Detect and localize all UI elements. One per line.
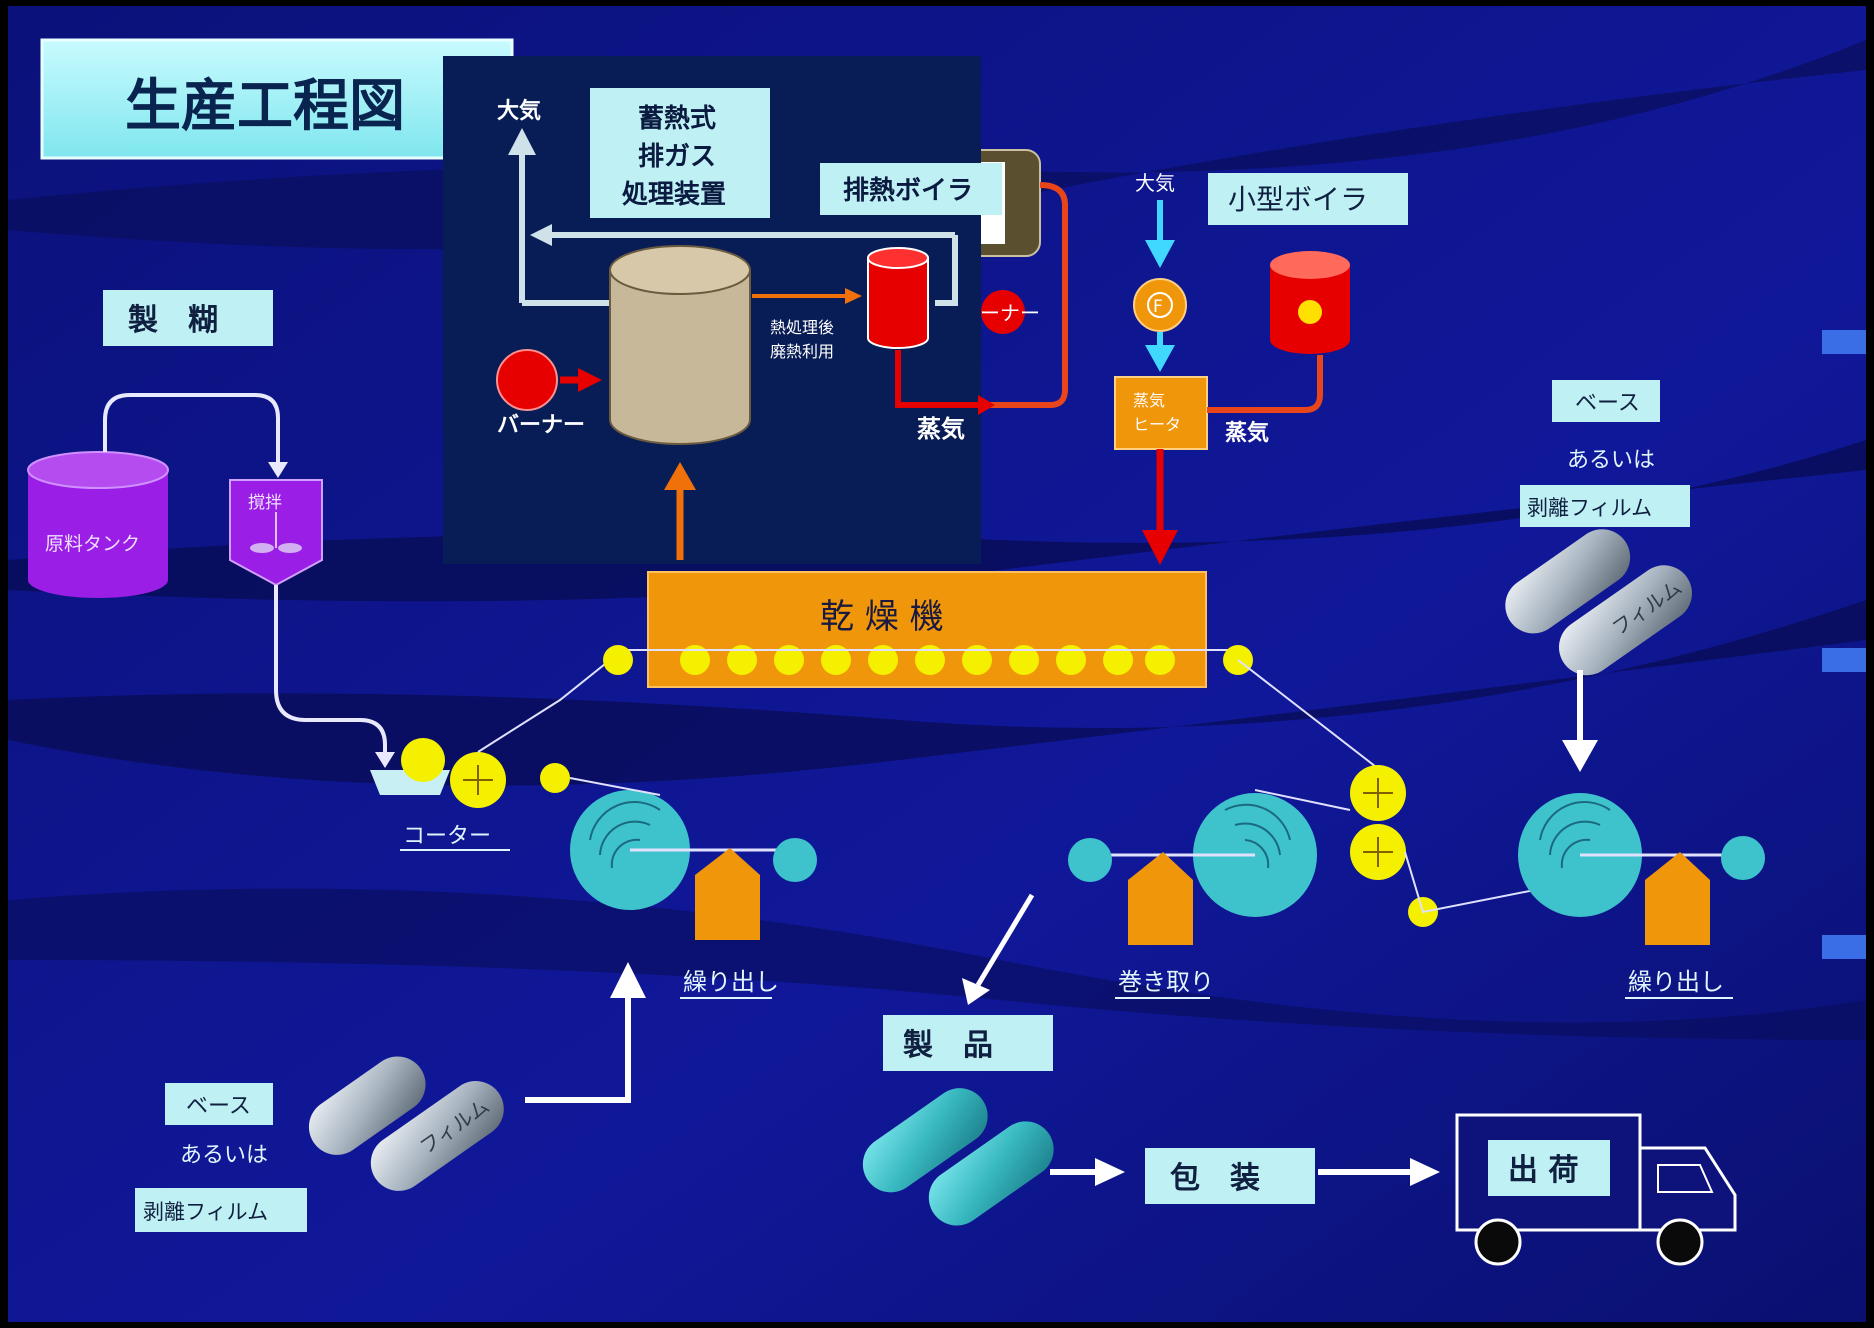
steam-right-label: 蒸気: [1225, 420, 1269, 446]
burner-hidden-label: ーナー: [980, 301, 1040, 325]
unwinder-right: 繰り出し: [1518, 793, 1765, 999]
rto-burner-label: バーナー: [497, 413, 585, 438]
mixer: 撹拌: [229, 479, 323, 587]
dryer-label: 乾 燥 機: [820, 597, 944, 637]
shipping-truck: 出 荷: [1455, 1113, 1737, 1266]
base-film-left: ベース あるいは 剥離フィルム フィルム: [135, 962, 646, 1232]
unwind-right-label: 繰り出し: [1628, 968, 1724, 996]
tank-to-mixer-pipe: [103, 393, 280, 470]
fan-label: F: [1153, 297, 1163, 317]
or-right-label: あるいは: [1567, 448, 1655, 473]
web-line: [1237, 659, 1381, 771]
web-line: [477, 659, 611, 753]
fan: [1133, 278, 1187, 332]
seiko-section: 製 糊: [103, 290, 273, 346]
product-section: 製 品: [862, 1015, 1125, 1226]
release-film-left-label: 剥離フィルム: [143, 1200, 268, 1224]
mixer-to-coater-pipe: [274, 585, 387, 760]
arrow-head: [962, 978, 990, 1005]
background-swoosh: [8, 600, 1866, 786]
seiko-label-box: [103, 290, 273, 346]
mixer-label: 撹拌: [248, 493, 282, 513]
pipe-arrow-head: [268, 462, 288, 478]
seiko-label: 製 糊: [128, 303, 218, 338]
small-boiler-label: 小型ボイラ: [1228, 183, 1368, 216]
steam-heater: [1114, 376, 1208, 450]
base-right-label: ベース: [1575, 391, 1640, 416]
rto-title-2: 排ガス: [638, 142, 716, 172]
coater-roller: [401, 738, 445, 782]
product-label: 製 品: [903, 1028, 993, 1063]
rto-title-1: 蓄熱式: [638, 104, 716, 134]
waste-heat-boiler-label: 排熱ボイラ: [843, 176, 973, 206]
steam-heater-label-2: ヒータ: [1133, 415, 1181, 434]
rto-atmosphere-label: 大気: [497, 98, 541, 124]
rewinder: 巻き取り: [1068, 793, 1317, 999]
rto-drum: [609, 269, 751, 445]
edge-accent: [1822, 935, 1866, 959]
rto-heat-label-2: 廃熱利用: [770, 342, 834, 361]
product-rolls: [862, 1088, 1054, 1226]
background-swoosh: [8, 888, 1866, 1040]
rto-inset: 大気 蓄熱式 排ガス 処理装置 排熱ボイラ バーナー 熱処理後 廃熱利用 蒸: [443, 56, 1002, 564]
unwind-left-label: 繰り出し: [683, 968, 779, 996]
coater: コーター: [370, 738, 510, 851]
or-left-label: あるいは: [180, 1143, 268, 1168]
raw-tank-label: 原料タンク: [45, 533, 140, 555]
coater-label: コーター: [403, 824, 491, 849]
shipping-label: 出 荷: [1508, 1153, 1578, 1188]
unwinder-left: 繰り出し: [540, 763, 817, 999]
rto-burner: [496, 349, 558, 411]
dryer-rollers: [680, 645, 1175, 675]
film-roll-left: フィルム: [308, 1056, 504, 1191]
web-line: [569, 777, 661, 796]
title-box: 生産工程図: [40, 38, 514, 160]
pipe-arrow-head: [375, 752, 395, 768]
base-left-label: ベース: [186, 1094, 251, 1119]
laminating-rollers: [1254, 765, 1561, 927]
edge-accent: [1822, 330, 1866, 354]
edge-accent: [1822, 648, 1866, 672]
boiler-flame: [1298, 300, 1322, 324]
rewind-label: 巻き取り: [1118, 968, 1214, 996]
packaging-label: 包 装: [1170, 1161, 1260, 1196]
to-product-arrow: [975, 893, 1035, 987]
release-film-right-label: 剥離フィルム: [1527, 496, 1652, 520]
atmosphere-right-label: 大気: [1135, 171, 1175, 195]
raw-material-tank: 原料タンク: [27, 451, 169, 598]
rto-steam-label: 蒸気: [917, 415, 965, 443]
page-title: 生産工程図: [125, 74, 405, 139]
steam-heater-label-1: 蒸気: [1133, 391, 1165, 410]
waste-heat-boiler: [867, 257, 929, 349]
rto-title-3: 処理装置: [622, 180, 726, 210]
rto-heat-label-1: 熱処理後: [770, 318, 834, 337]
packaging-section: 包 装: [1145, 1148, 1440, 1204]
steam-supply: 大気 F 蒸気 ヒータ 小型ボイラ 蒸気: [1114, 171, 1408, 565]
dryer: 乾 燥 機: [603, 571, 1253, 688]
